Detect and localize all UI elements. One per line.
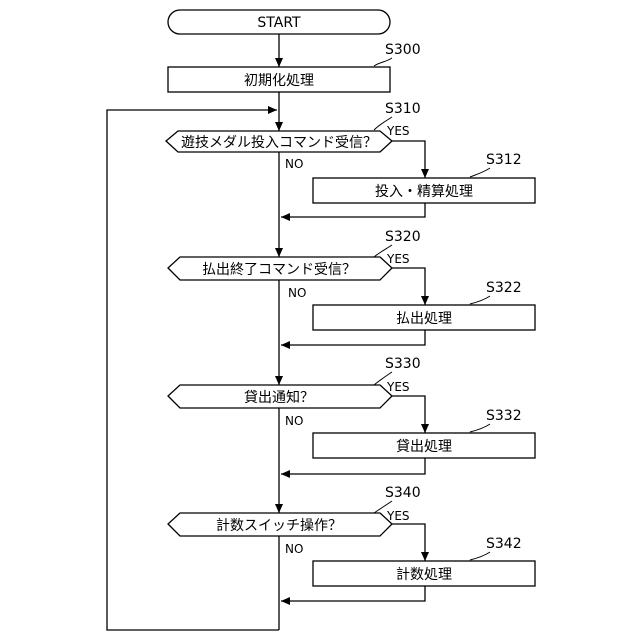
step-label-s330: S330 [385,356,421,372]
connector-s320-yes [392,268,425,305]
step-label-s332: S332 [486,408,522,424]
step-label-s322: S322 [486,280,522,296]
yes-label-s330: YES [386,380,410,394]
no-label-s310: NO [285,157,303,171]
connector-s342-return [281,586,425,601]
connector-s312-return [281,203,425,217]
process-s342-text: 計数処理 [396,567,452,583]
connector-s332-return [281,458,425,474]
connector-s322-return [281,330,425,345]
step-label-s300: S300 [385,42,421,58]
decision-s310-text: 遊技メダル投入コマンド受信？ [181,135,377,151]
leader-s332 [470,424,490,432]
connector-s310-yes [392,141,425,178]
no-label-s320: NO [288,286,306,300]
process-s322-text: 払出処理 [396,311,452,327]
step-label-s342: S342 [486,536,522,552]
step-label-s340: S340 [385,485,421,501]
no-label-s330: NO [285,414,303,428]
step-label-s310: S310 [385,101,421,117]
leader-s300 [374,58,392,66]
decision-s320-text: 払出終了コマンド受信？ [202,262,356,278]
connector-s330-yes [392,396,425,433]
decision-s340-text: 計数スイッチ操作？ [216,518,342,534]
process-s300-text: 初期化処理 [244,72,314,89]
yes-label-s340: YES [386,509,410,523]
leader-s342 [470,552,490,560]
yes-label-s310: YES [386,124,410,138]
yes-label-s320: YES [386,252,410,266]
connector-s340-yes [392,524,425,561]
process-s332-text: 貸出処理 [396,439,452,455]
step-label-s320: S320 [385,229,421,245]
connector-loop-back [107,110,279,630]
no-label-s340: NO [285,542,303,556]
leader-s322 [470,296,490,304]
start-label: START [257,15,301,31]
step-label-s312: S312 [486,152,522,168]
decision-s330-text: 貸出通知？ [244,389,314,406]
process-s312-text: 投入・精算処理 [375,184,473,200]
leader-s312 [470,168,490,177]
